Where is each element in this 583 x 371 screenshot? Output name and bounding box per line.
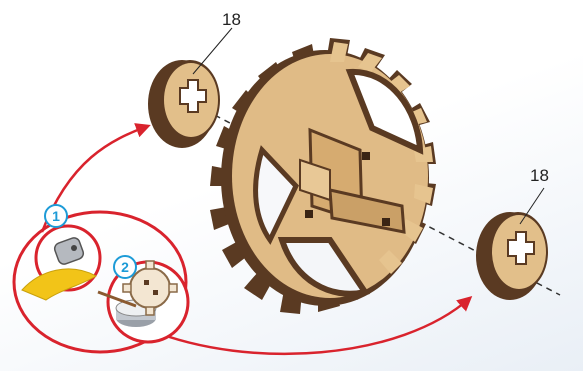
gear-cutout-bottom — [277, 237, 370, 297]
step-1-badge: 1 — [44, 204, 68, 228]
glue-brush-icon — [97, 260, 178, 327]
top-washer — [148, 60, 220, 148]
glue-tube-icon — [21, 237, 97, 301]
gear-hub — [299, 127, 406, 234]
leader-line-top — [192, 27, 233, 75]
step-group-circle — [12, 210, 188, 354]
arrow-to-right-washer — [149, 296, 473, 356]
right-washer — [476, 212, 548, 300]
large-gear — [210, 38, 436, 314]
part-number-label-top: 18 — [222, 10, 241, 29]
step-2-badge: 2 — [113, 255, 137, 279]
part-number-label-right: 18 — [530, 166, 549, 185]
leader-line-right — [519, 187, 545, 225]
gear-cutout-top — [345, 68, 424, 155]
gear-cutout-left — [253, 145, 299, 245]
